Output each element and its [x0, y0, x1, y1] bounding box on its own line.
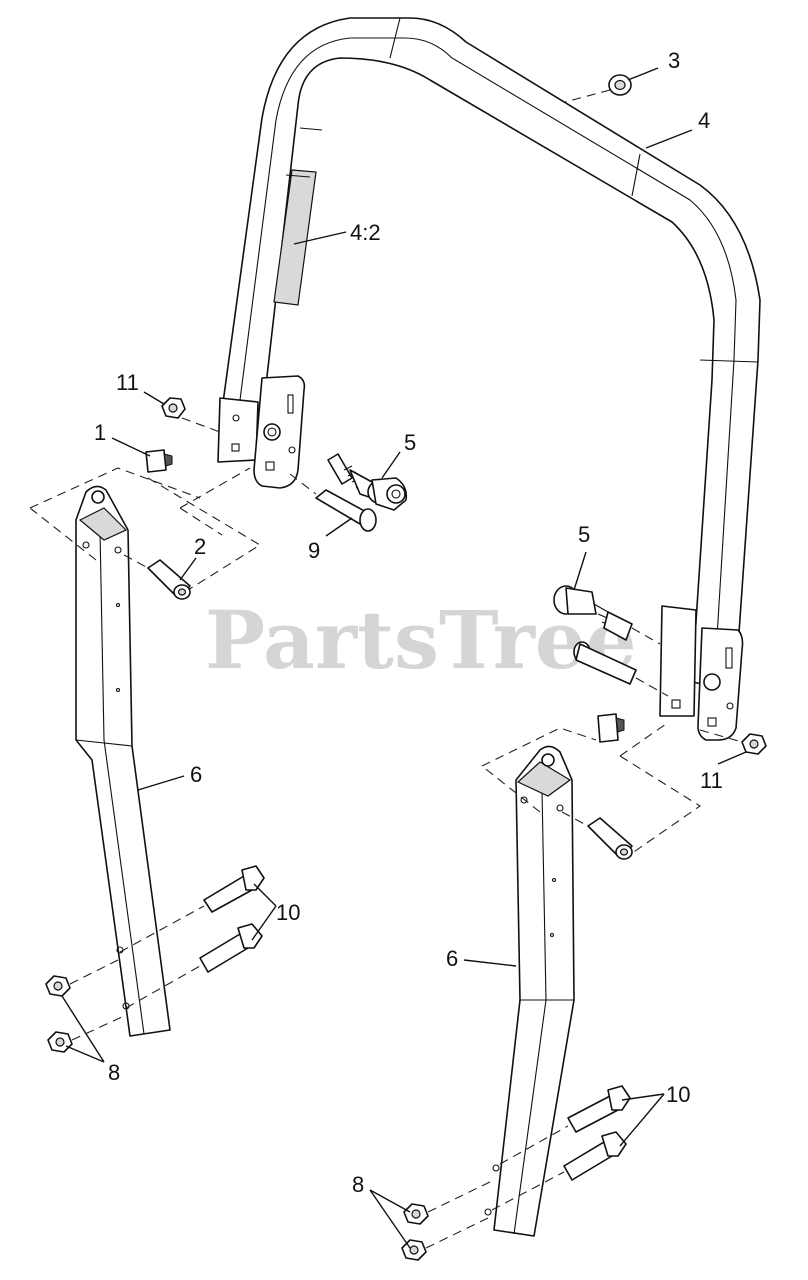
right-hoop-bracket: [659, 605, 744, 741]
callout-9: 9: [308, 538, 320, 563]
callout-4: 4: [698, 108, 710, 133]
left-hoop-bracket: [217, 375, 306, 489]
clip-1-right: [597, 713, 625, 743]
washer-3: [564, 74, 632, 103]
callout-6-right: 6: [446, 946, 458, 971]
nuts-8-left: [45, 959, 125, 1053]
callout-8-left: 8: [108, 1060, 120, 1085]
clevis-pin-9: [289, 473, 377, 532]
callout-10-left: 10: [276, 900, 300, 925]
callout-4-2: 4:2: [350, 220, 381, 245]
nuts-8-right: [401, 1179, 495, 1261]
right-alignment-box: [481, 723, 701, 857]
callout-2: 2: [194, 534, 206, 559]
spacer-2-right: [561, 811, 633, 860]
callout-3: 3: [668, 48, 680, 73]
upper-roll-bar: [221, 17, 761, 691]
bolts-10-right: [491, 1085, 631, 1211]
lower-post-6-right: [484, 745, 575, 1237]
callout-11-left: 11: [116, 370, 139, 395]
left-alignment-box: [29, 467, 262, 596]
bolts-10-left: [119, 865, 265, 1009]
callout-5-left: 5: [404, 430, 416, 455]
lower-post-6-left: [75, 485, 171, 1037]
nut-11-left: [161, 397, 221, 433]
clip-1-left: [145, 449, 173, 473]
clevis-pin-9-right: [573, 641, 669, 697]
leader-lines: [61, 67, 747, 1249]
decal-label: [273, 169, 317, 306]
callout-11-right: 11: [700, 768, 723, 793]
lock-pin-5-right: [553, 585, 661, 645]
spacer-2-left: [123, 554, 191, 600]
callout-6-left: 6: [190, 762, 202, 787]
callout-5-right: 5: [578, 522, 590, 547]
callout-8-right: 8: [352, 1172, 364, 1197]
lock-pin-5-left: [327, 453, 408, 511]
callout-1: 1: [94, 420, 106, 445]
callout-10-right: 10: [666, 1082, 690, 1107]
